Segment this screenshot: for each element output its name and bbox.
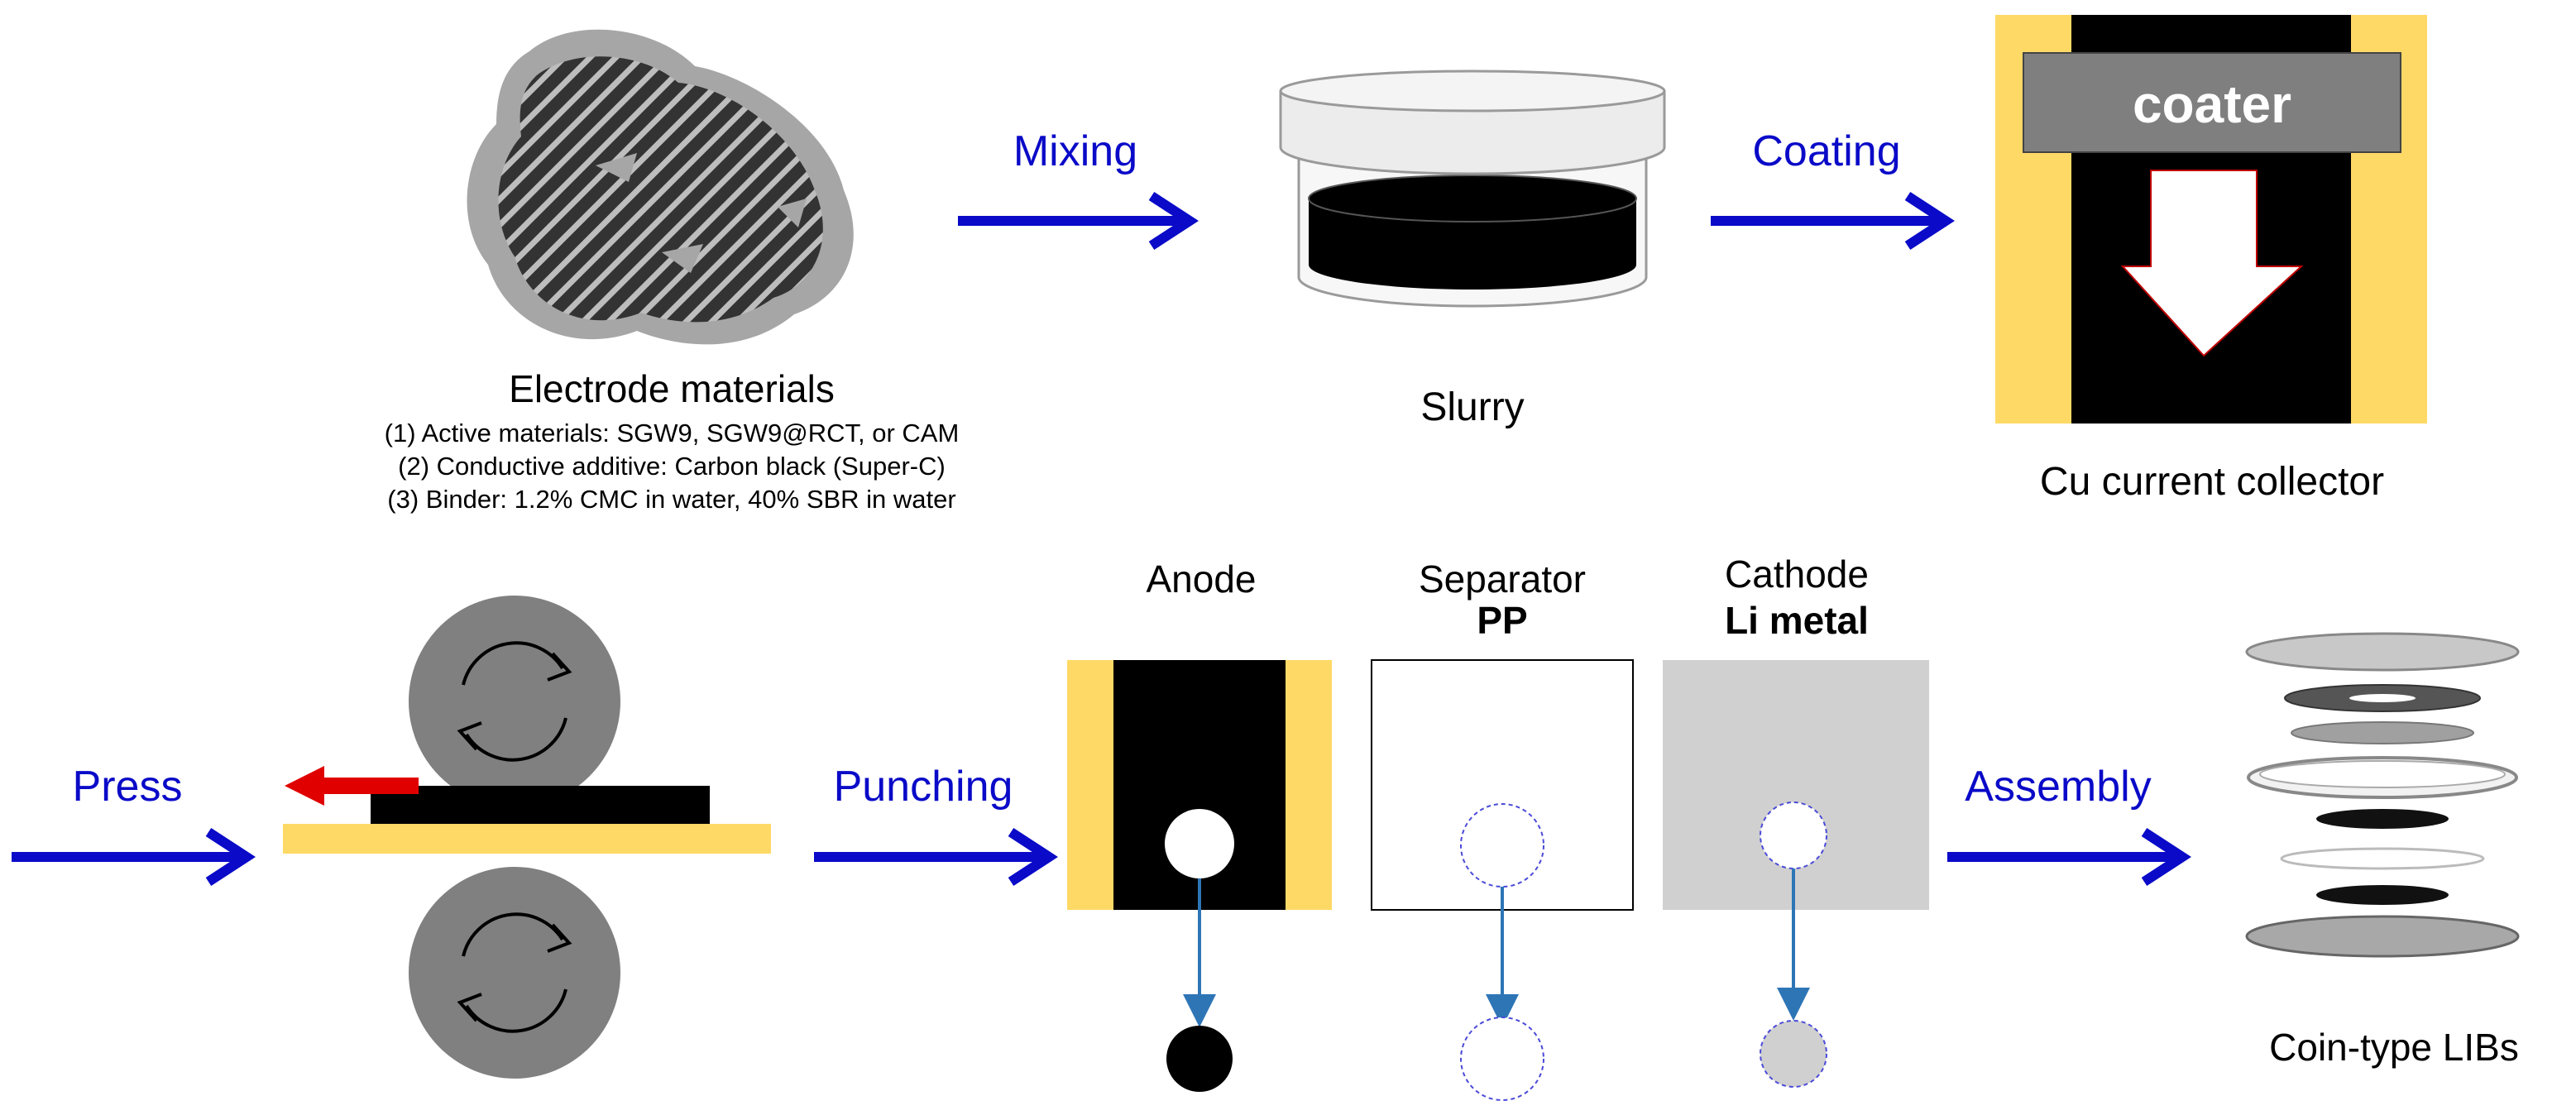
foil-strip — [283, 824, 771, 854]
press-label: Press — [73, 763, 183, 811]
assembly-label: Assembly — [1965, 763, 2151, 811]
feed-direction-bar — [323, 778, 419, 794]
cathode-sheet — [1663, 660, 1929, 1088]
electrode-title: Electrode materials — [509, 367, 835, 410]
punched-hole — [1760, 802, 1827, 869]
coating-label: Coating — [1752, 127, 1900, 175]
separator-disc — [1460, 1017, 1544, 1101]
electrode-line-1: (1) Active materials: SGW9, SGW9@RCT, or… — [385, 419, 960, 447]
coin-separator — [2280, 847, 2485, 870]
separator-material: PP — [1477, 599, 1527, 642]
spacer — [2291, 721, 2474, 744]
slurry-jar — [1279, 69, 1666, 308]
coated-electrode-layer — [371, 786, 710, 824]
down-arrow-icon — [2120, 170, 2304, 357]
assembly-arrow — [1947, 827, 2191, 887]
coin-cell-label: Coin-type LIBs — [2269, 1026, 2519, 1069]
spring-highlight — [2349, 694, 2416, 702]
cathode-material: Li metal — [1725, 599, 1869, 642]
separator-label: Separator — [1419, 558, 1586, 601]
particle-gap — [596, 153, 637, 182]
coin-li-disc — [2316, 809, 2449, 829]
punching-arrow — [814, 827, 1058, 887]
mixing-label: Mixing — [1013, 127, 1137, 175]
punched-hole — [1460, 803, 1544, 888]
gasket-inner — [2259, 760, 2506, 788]
particle-gap — [778, 199, 807, 227]
coin-cell-exploded-view — [2245, 632, 2520, 958]
particle-gap — [662, 244, 703, 273]
powder-particles — [498, 56, 823, 323]
coater-head — [2023, 52, 2401, 153]
electrode-materials-graphic — [467, 29, 854, 345]
coater-label: coater — [2133, 74, 2291, 134]
punching-label: Punching — [834, 763, 1013, 811]
mixing-arrow — [958, 191, 1199, 251]
coating-arrow — [1711, 191, 1955, 251]
slurry-label: Slurry — [1420, 385, 1524, 429]
bottom-roller — [409, 867, 620, 1079]
cathode-label: Cathode — [1725, 553, 1869, 596]
feed-direction-arrow-icon — [285, 766, 324, 806]
press-arrow — [12, 827, 256, 887]
top-roller — [409, 596, 620, 807]
separator-sheet — [1371, 659, 1634, 1101]
li-metal-disc — [1760, 1020, 1827, 1088]
punched-hole — [1165, 809, 1234, 878]
jar-lid — [1279, 91, 1666, 175]
roller-press-graphic — [283, 596, 771, 1079]
anode-sheet — [1067, 660, 1332, 1092]
rotate-icon — [457, 912, 572, 1033]
rotate-icon — [457, 641, 572, 762]
anode-label: Anode — [1146, 558, 1256, 601]
cu-collector-caption: Cu current collector — [2040, 460, 2384, 504]
slurry-top — [1308, 175, 1637, 223]
electrode-line-2: (2) Conductive additive: Carbon black (S… — [398, 452, 946, 481]
anode-disc — [1166, 1026, 1233, 1092]
cell-cap — [2245, 632, 2520, 672]
coater-graphic — [1995, 15, 2427, 424]
coin-anode-disc — [2316, 885, 2449, 905]
electrode-line-3: (3) Binder: 1.2% CMC in water, 40% SBR i… — [387, 485, 955, 514]
jar-lid-top — [1279, 69, 1666, 112]
cell-case — [2245, 915, 2520, 958]
